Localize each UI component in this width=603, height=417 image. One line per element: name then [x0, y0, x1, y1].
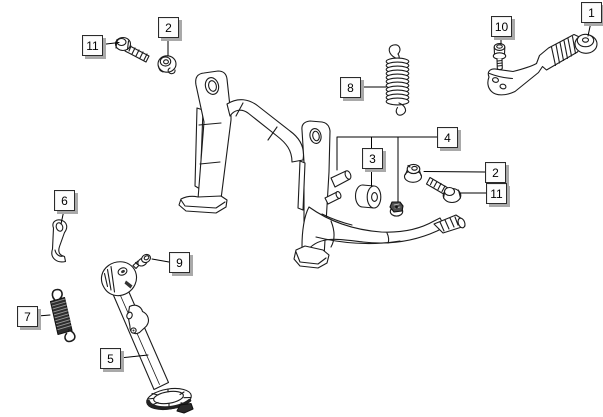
link-drawing: [51, 219, 68, 263]
center-stand-drawing: [178, 70, 466, 269]
side-spring-drawing: [49, 288, 76, 343]
small-nut-drawing: [389, 201, 404, 217]
nut-top-drawing: [157, 55, 177, 75]
callout-8[interactable]: 8: [340, 77, 361, 98]
side-stand-drawing: [100, 261, 194, 414]
lever-drawing: [487, 33, 598, 96]
bushing-drawing: [403, 163, 423, 183]
lever-screw-drawing: [492, 43, 507, 71]
callout-9[interactable]: 9: [169, 252, 190, 273]
callout-11-top[interactable]: 11: [82, 35, 103, 56]
callout-4[interactable]: 4: [437, 127, 458, 148]
center-spring-drawing: [385, 44, 410, 116]
callout-10[interactable]: 10: [491, 16, 512, 37]
callout-7[interactable]: 7: [17, 306, 38, 327]
leader-lines: [37, 21, 592, 359]
bolt-top-drawing: [114, 36, 150, 63]
roller-drawing: [354, 184, 382, 209]
pivot-bolt-drawing: [132, 253, 151, 270]
stud-pins: [324, 170, 352, 205]
callout-5[interactable]: 5: [100, 348, 121, 369]
callout-2-top[interactable]: 2: [158, 17, 179, 38]
callout-6[interactable]: 6: [54, 190, 75, 211]
callout-11-right[interactable]: 11: [486, 183, 507, 204]
callout-1[interactable]: 1: [581, 2, 602, 23]
callout-2-right[interactable]: 2: [485, 162, 506, 183]
bolt-right-drawing: [425, 176, 462, 204]
callout-3[interactable]: 3: [362, 148, 383, 169]
